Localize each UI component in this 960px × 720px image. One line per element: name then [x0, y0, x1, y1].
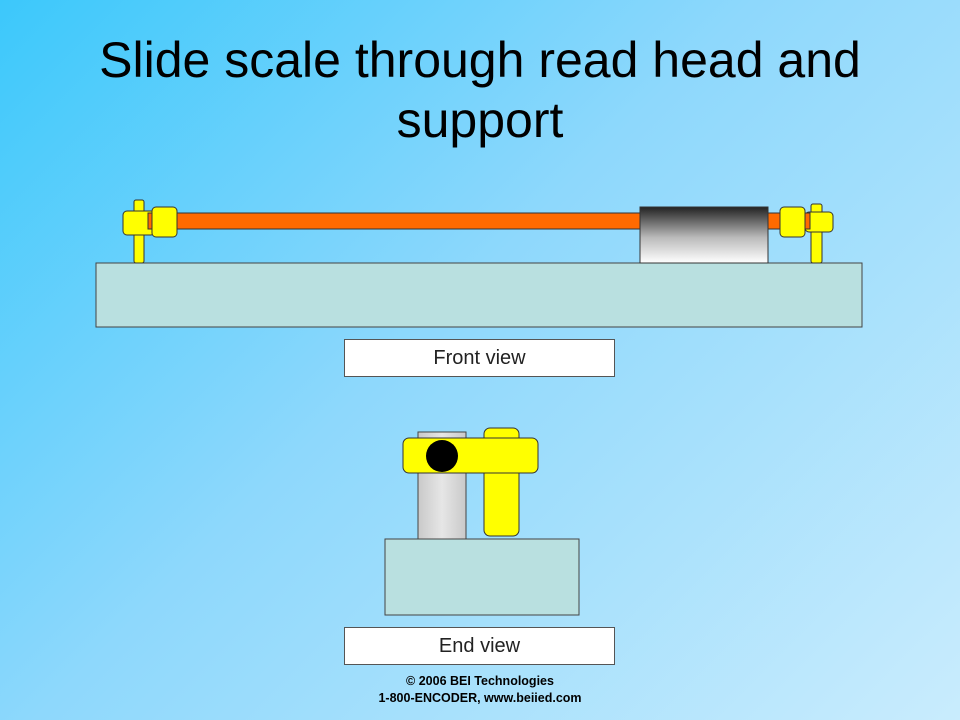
slide-title-line-1: Slide scale through read head and: [99, 32, 861, 88]
front-base: [95, 262, 863, 328]
contact-text: 1-800-ENCODER, www.beiied.com: [378, 691, 582, 705]
end-view: [384, 427, 580, 616]
front-view-label: Front view: [344, 339, 615, 377]
right-end-cap: [779, 206, 806, 238]
end-base: [384, 538, 580, 616]
front-view: [95, 199, 863, 328]
end-clamp-bar: [402, 437, 539, 474]
copyright-text: © 2006 BEI Technologies: [406, 674, 554, 688]
read-head: [639, 206, 769, 264]
slide-title: Slide scale through read head and suppor…: [40, 30, 920, 150]
left-end-cap: [151, 206, 178, 238]
footer: © 2006 BEI Technologies 1-800-ENCODER, w…: [0, 673, 960, 707]
slide-title-line-2: support: [396, 92, 564, 148]
scale-cross-section: [426, 440, 458, 472]
end-view-label: End view: [344, 627, 615, 665]
